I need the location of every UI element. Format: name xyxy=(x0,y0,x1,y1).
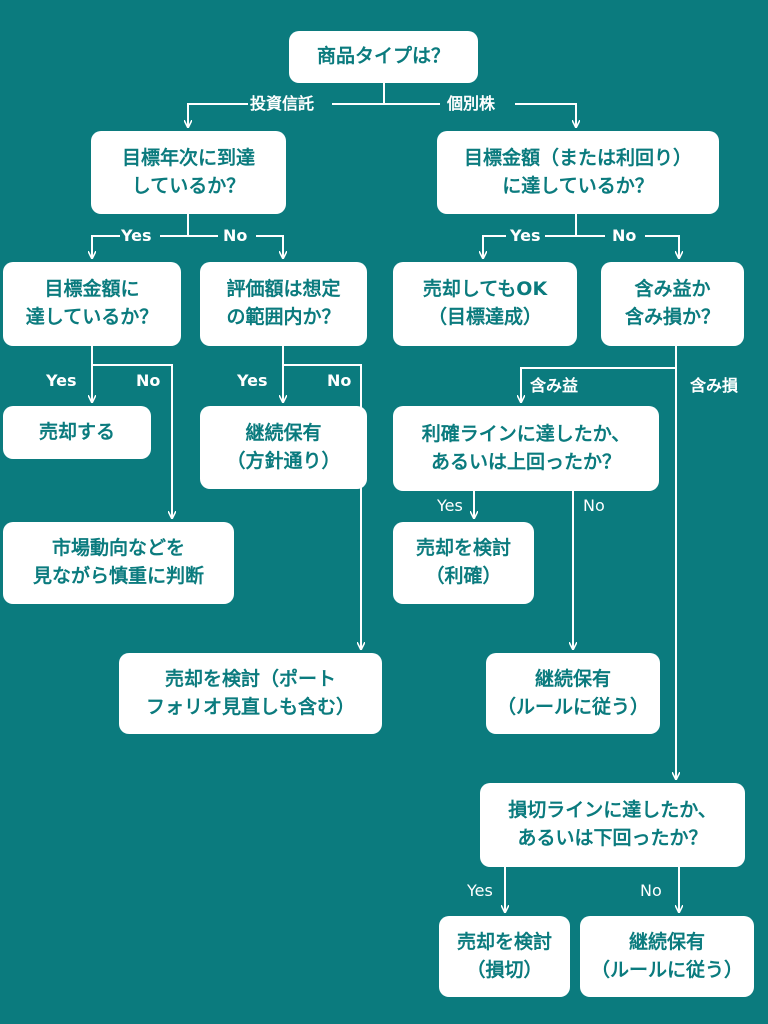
node-stock-hold-rule-2: 継続保有 （ルールに従う） xyxy=(580,916,754,997)
node-stock-take-profit-check: 利確ラインに達したか、 あるいは上回ったか？ xyxy=(393,406,659,491)
node-stock-take-profit-sell: 売却を検討 （利確） xyxy=(393,522,534,604)
node-product-type: 商品タイプは？ xyxy=(289,31,478,83)
edge-label-yes: Yes xyxy=(437,496,463,515)
node-stock-hold-rule-1: 継続保有 （ルールに従う） xyxy=(486,653,660,734)
edge-label-no: No xyxy=(612,226,637,245)
edge-label-no: No xyxy=(136,371,161,390)
edge-label-no: No xyxy=(327,371,352,390)
node-stock-gain-or-loss: 含み益か 含み損か？ xyxy=(601,262,744,346)
node-stock-stop-loss-sell: 売却を検討 （損切） xyxy=(439,916,570,997)
edge-label-gain: 含み益 xyxy=(530,376,579,395)
edge-label-loss: 含み損 xyxy=(690,376,739,395)
node-fund-market-watch: 市場動向などを 見ながら慎重に判断 xyxy=(3,522,234,604)
edge-label-yes: Yes xyxy=(46,371,77,390)
edge-label-no: No xyxy=(640,881,662,900)
node-fund-valuation: 評価額は想定 の範囲内か？ xyxy=(200,262,367,346)
node-fund-goal-year: 目標年次に到達 しているか？ xyxy=(91,131,286,214)
edge-label-yes: Yes xyxy=(237,371,268,390)
node-fund-goal-amount: 目標金額に 達しているか？ xyxy=(3,262,181,346)
edge-label-yes: Yes xyxy=(510,226,541,245)
edge-label-no: No xyxy=(223,226,248,245)
node-stock-goal-amount: 目標金額（または利回り） に達しているか？ xyxy=(437,131,719,214)
node-fund-hold-policy: 継続保有 （方針通り） xyxy=(200,406,367,489)
node-stock-sell-ok: 売却してもOK （目標達成） xyxy=(393,262,577,346)
edge-label-yes: Yes xyxy=(467,881,493,900)
node-stock-stop-loss-check: 損切ラインに達したか、 あるいは下回ったか？ xyxy=(480,783,745,867)
edge-label-yes: Yes xyxy=(121,226,152,245)
node-fund-sell: 売却する xyxy=(3,406,151,459)
edge-label-fund: 投資信託 xyxy=(250,94,315,113)
edge-label-stock: 個別株 xyxy=(447,94,496,113)
node-fund-sell-review: 売却を検討（ポート フォリオ見直しも含む） xyxy=(119,653,382,734)
edge-label-no: No xyxy=(583,496,605,515)
